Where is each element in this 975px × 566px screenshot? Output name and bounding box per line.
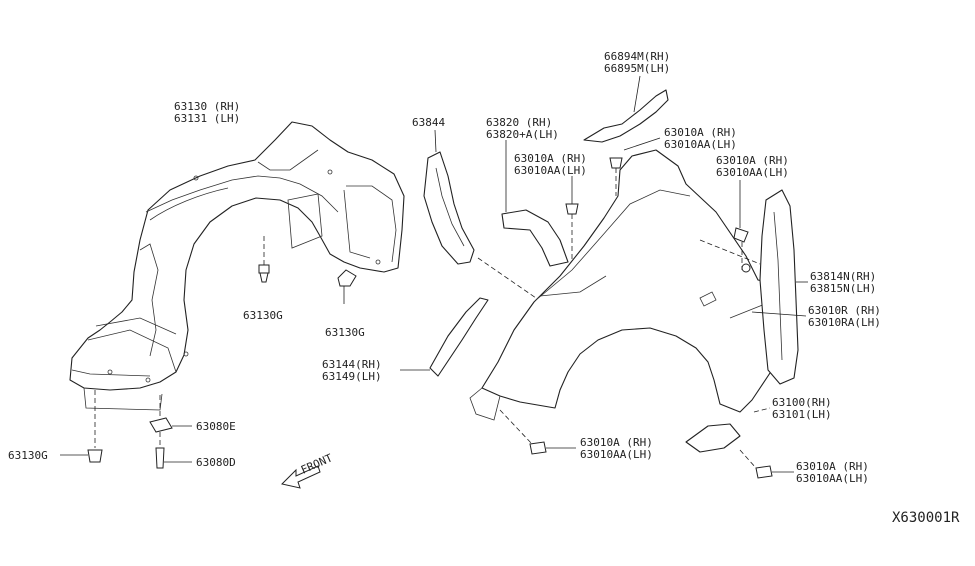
label-63010A-1: 63010A (RH) bbox=[514, 152, 587, 165]
label-63010RA: 63010RA(LH) bbox=[808, 316, 881, 329]
bracket-63080E bbox=[149, 395, 192, 433]
fender-protector bbox=[69, 121, 405, 411]
label-63144: 63144(RH) bbox=[322, 358, 382, 371]
fender-molding-66894M bbox=[583, 75, 669, 143]
front-arrow-icon bbox=[281, 465, 321, 489]
bracket-63144 bbox=[400, 297, 489, 377]
screw-63080D bbox=[155, 432, 192, 469]
label-63080D: 63080D bbox=[196, 456, 236, 469]
clip-63130G-lower bbox=[60, 390, 103, 463]
label-63010A-4: 63010A (RH) bbox=[580, 436, 653, 449]
diagram-id: X630001R bbox=[892, 510, 960, 526]
label-63010AA-2: 63010AA(LH) bbox=[664, 138, 737, 151]
label-63820A: 63820+A(LH) bbox=[486, 128, 559, 141]
fender-splash-lower bbox=[685, 423, 741, 453]
label-66894M: 66894M(RH) bbox=[604, 50, 670, 63]
label-63820: 63820 (RH) bbox=[486, 116, 552, 129]
label-63149: 63149(LH) bbox=[322, 370, 382, 383]
clip-63130G-right bbox=[337, 269, 357, 304]
label-63010A-5: 63010A (RH) bbox=[796, 460, 869, 473]
label-63010AA-3: 63010AA(LH) bbox=[716, 166, 789, 179]
label-63131: 63131 (LH) bbox=[174, 112, 240, 125]
label-63844: 63844 bbox=[412, 116, 445, 129]
label-63010A-3: 63010A (RH) bbox=[716, 154, 789, 167]
label-63101: 63101(LH) bbox=[772, 408, 832, 421]
clip-63010R bbox=[741, 263, 807, 317]
label-63010R: 63010R (RH) bbox=[808, 304, 881, 317]
front-fender bbox=[469, 149, 787, 421]
label-63130G-lower: 63130G bbox=[8, 449, 48, 462]
label-63130G-right: 63130G bbox=[325, 326, 365, 339]
label-63130: 63130 (RH) bbox=[174, 100, 240, 113]
seal-63814N bbox=[759, 189, 808, 385]
label-63010A-2: 63010A (RH) bbox=[664, 126, 737, 139]
bolt-63010A-4 bbox=[499, 409, 576, 455]
label-63010AA-1: 63010AA(LH) bbox=[514, 164, 587, 177]
label-63080E: 63080E bbox=[196, 420, 236, 433]
label-63100: 63100(RH) bbox=[772, 396, 832, 409]
label-63814N: 63814N(RH) bbox=[810, 270, 876, 283]
bolt-63010A-2 bbox=[609, 137, 661, 196]
label-66895M: 66895M(LH) bbox=[604, 62, 670, 75]
bolt-63010A-3 bbox=[733, 180, 749, 270]
label-63010AA-4: 63010AA(LH) bbox=[580, 448, 653, 461]
bolt-63010A-5 bbox=[739, 449, 794, 479]
bracket-63820 bbox=[501, 140, 569, 267]
bolt-63010A-1 bbox=[565, 176, 579, 262]
label-63130G-upper: 63130G bbox=[243, 309, 283, 322]
clip-63130G-upper bbox=[258, 236, 270, 283]
label-63010AA-5: 63010AA(LH) bbox=[796, 472, 869, 485]
seal-63844 bbox=[423, 129, 475, 265]
label-63815N: 63815N(LH) bbox=[810, 282, 876, 295]
